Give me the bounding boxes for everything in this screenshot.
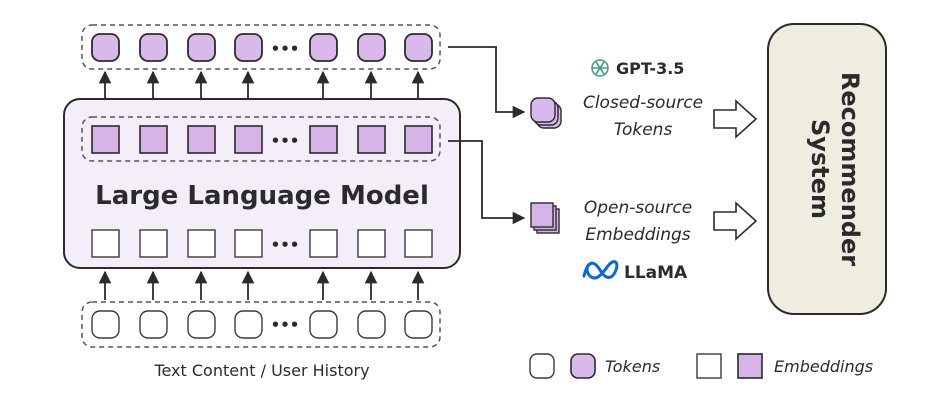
ellipsis: ••• [271, 236, 300, 254]
closed-source-line1: Closed-source [583, 93, 703, 113]
output-token [309, 33, 338, 62]
output-tokens-group [81, 24, 441, 70]
input-arrows [98, 270, 425, 300]
meta-logo-icon [582, 260, 619, 280]
output-token [187, 33, 216, 62]
output-arrows [98, 70, 425, 98]
legend: Tokens Embeddings [529, 353, 873, 379]
hidden-square [187, 229, 216, 258]
embedding-square [234, 125, 263, 154]
embedding-row [91, 125, 433, 154]
llm-title: Large Language Model [95, 181, 429, 211]
hidden-square [91, 229, 120, 258]
open-source-line2: Embeddings [585, 225, 690, 245]
embedding-group [81, 116, 441, 162]
embedding-square [309, 125, 338, 154]
legend-tokens-label: Tokens [605, 357, 660, 376]
ellipsis: ••• [271, 132, 300, 150]
output-token [357, 33, 386, 62]
output-token [139, 33, 168, 62]
input-token [234, 310, 263, 339]
output-token [234, 33, 263, 62]
hidden-square [357, 229, 386, 258]
closed-source-token-stack [530, 97, 562, 129]
hidden-row [91, 229, 433, 258]
output-token [404, 33, 433, 62]
recommender-line2: System [806, 119, 834, 219]
embedding-square [91, 125, 120, 154]
input-token [139, 310, 168, 339]
output-token [91, 33, 120, 62]
input-token [357, 310, 386, 339]
embedding-square [404, 125, 433, 154]
hollow-arrow-icon [713, 201, 758, 241]
output-token-row [91, 33, 433, 62]
hidden-square [309, 229, 338, 258]
closed-source-line2: Tokens [614, 120, 673, 140]
hidden-square [234, 229, 263, 258]
openai-logo-icon [591, 59, 609, 77]
input-token [187, 310, 216, 339]
ellipsis: ••• [271, 40, 300, 58]
legend-embeddings-label: Embeddings [774, 357, 873, 376]
input-token [91, 310, 120, 339]
input-token-row [91, 310, 433, 339]
embedding-square [357, 125, 386, 154]
legend-embedding-purple [737, 353, 763, 379]
hidden-square [139, 229, 168, 258]
open-source-line1: Open-source [584, 198, 692, 218]
recommender-line1: Recommender [836, 72, 864, 266]
open-source-embedding-stack [530, 202, 560, 234]
input-caption: Text Content / User History [153, 361, 369, 380]
legend-token-purple [570, 353, 596, 379]
embedding-square [187, 125, 216, 154]
legend-embedding-white [696, 353, 722, 379]
recommender-box [767, 23, 887, 315]
hidden-square [404, 229, 433, 258]
open-source-connector [448, 140, 526, 225]
input-token [309, 310, 338, 339]
llama-label: LLaMA [624, 263, 688, 283]
embedding-square [139, 125, 168, 154]
hollow-arrow-icon [713, 99, 758, 139]
ellipsis: ••• [271, 316, 300, 334]
gpt-label: GPT-3.5 [616, 59, 684, 78]
legend-token-white [529, 353, 555, 379]
input-tokens-group [81, 301, 441, 348]
closed-source-connector [448, 46, 526, 119]
input-token [404, 310, 433, 339]
